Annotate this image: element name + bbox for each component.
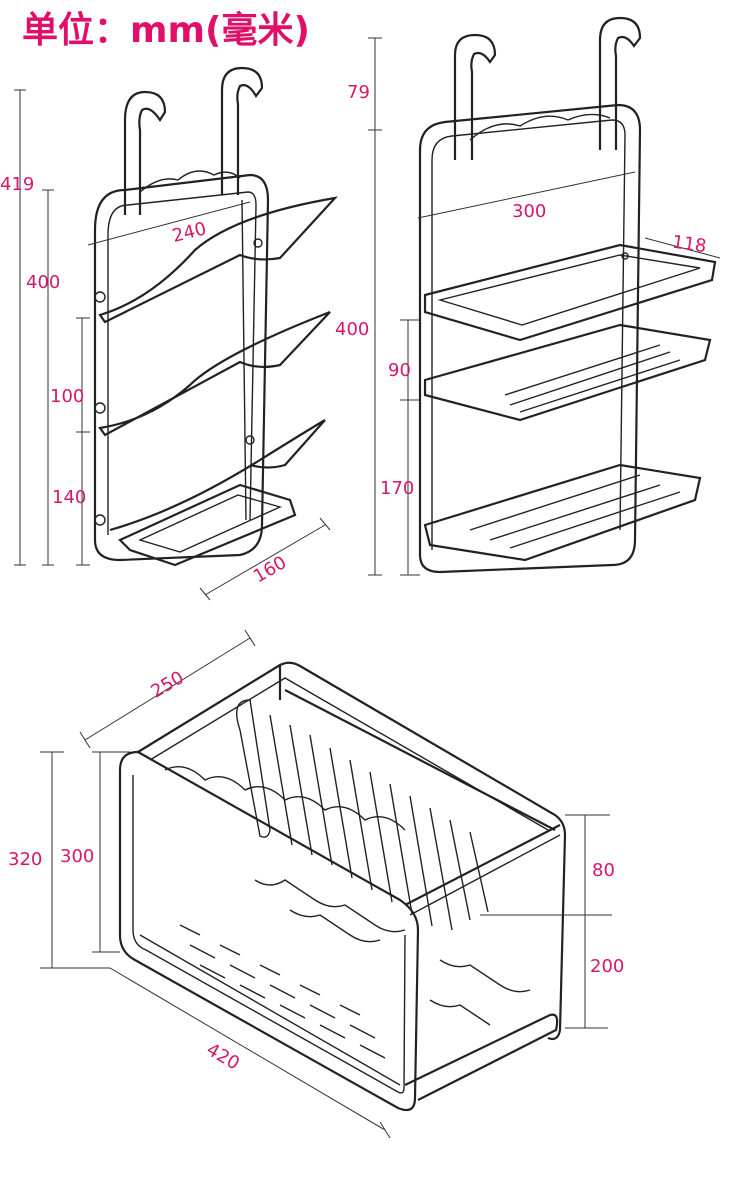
shelf-rack-dimension-lines (368, 37, 721, 576)
knife-rack-depth: 160 (250, 552, 290, 587)
knife-rack-total-height: 419 (0, 174, 34, 195)
dish-rack-dimension-lines (40, 629, 612, 1139)
knife-rack-tier-gap: 100 (50, 386, 84, 407)
dish-rack-bottom-part: 200 (590, 956, 624, 977)
knife-rack-height: 400 (26, 272, 60, 293)
dish-rack-height: 300 (60, 846, 94, 867)
shelf-rack-width: 300 (512, 201, 546, 222)
dish-rack-drawing (118, 661, 567, 1112)
shelf-rack-height: 400 (335, 319, 369, 340)
shelf-rack-upper-gap: 90 (388, 360, 411, 381)
knife-rack-dimension-lines (14, 89, 331, 601)
shelf-rack-lower-gap: 170 (380, 478, 414, 499)
knife-rack-drawing (93, 66, 338, 567)
shelf-rack-depth: 118 (671, 232, 708, 258)
dish-rack-total-height: 320 (8, 849, 42, 870)
dish-rack-length: 420 (203, 1039, 243, 1074)
shelf-rack-hook-height: 79 (347, 82, 370, 103)
knife-rack-bottom-gap: 140 (52, 487, 86, 508)
dish-rack-top-part: 80 (592, 860, 615, 881)
unit-title: 单位：mm(毫米) (22, 10, 310, 51)
shelf-rack-drawing (418, 16, 717, 574)
